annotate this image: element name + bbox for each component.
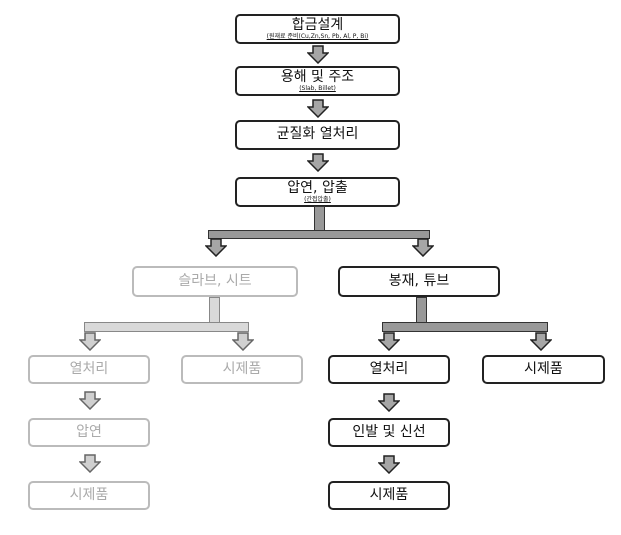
right-sample: 시제품 xyxy=(482,355,605,384)
down-arrow-icon xyxy=(378,393,400,412)
step-homogenization: 균질화 열처리 xyxy=(235,120,400,150)
left-sample: 시제품 xyxy=(181,355,303,384)
label: 시제품 xyxy=(369,486,409,503)
down-arrow-icon xyxy=(530,332,552,351)
left-rolling: 압연 xyxy=(28,418,150,447)
step-rolling-extrusion: 압연, 압출 (간접압출) xyxy=(235,177,400,207)
down-arrow-icon xyxy=(79,454,101,473)
label: 인발 및 신선 xyxy=(352,423,426,440)
step-title: 합금설계 xyxy=(291,16,344,33)
step-title: 용해 및 주조 xyxy=(280,68,355,85)
step-title: 균질화 열처리 xyxy=(276,126,359,143)
connector-bar-left xyxy=(84,322,249,332)
down-arrow-icon xyxy=(378,332,400,351)
branch-title: 슬라브, 시트 xyxy=(178,272,252,289)
down-arrow-icon xyxy=(232,332,254,351)
left-heat-treatment: 열처리 xyxy=(28,355,150,384)
branch-bar-tube: 봉재, 튜브 xyxy=(338,266,500,297)
down-arrow-icon xyxy=(205,238,227,257)
down-arrow-icon xyxy=(79,332,101,351)
down-arrow-icon xyxy=(307,153,329,172)
right-heat-treatment: 열처리 xyxy=(328,355,450,384)
down-arrow-icon xyxy=(378,455,400,474)
label: 시제품 xyxy=(69,486,109,503)
down-arrow-icon xyxy=(307,99,329,118)
step-title: 압연, 압출 xyxy=(287,179,348,196)
step-alloy-design: 합금설계 (원재료 준비(Cu,Zn,Sn, Pb, Al, P, Bi) xyxy=(235,14,400,44)
step-subtitle: (Slab, Billet) xyxy=(299,84,336,92)
label: 압연 xyxy=(76,423,102,440)
label: 열처리 xyxy=(69,360,109,377)
label: 열처리 xyxy=(369,360,409,377)
right-drawing: 인발 및 신선 xyxy=(328,418,450,447)
label: 시제품 xyxy=(524,360,563,377)
down-arrow-icon xyxy=(307,45,329,64)
connector-stem-left xyxy=(209,297,220,324)
branch-title: 봉재, 튜브 xyxy=(388,272,450,289)
branch-slab-sheet: 슬라브, 시트 xyxy=(132,266,298,297)
connector-stem-right xyxy=(416,297,427,324)
right-final-sample: 시제품 xyxy=(328,481,450,510)
connector-bar-right xyxy=(382,322,548,332)
down-arrow-icon xyxy=(412,238,434,257)
down-arrow-icon xyxy=(79,391,101,410)
step-melting-casting: 용해 및 주조 (Slab, Billet) xyxy=(235,66,400,96)
connector-stem xyxy=(314,206,325,232)
connector-bar xyxy=(208,230,430,239)
step-subtitle: (간접압출) xyxy=(304,195,331,203)
step-subtitle: (원재료 준비(Cu,Zn,Sn, Pb, Al, P, Bi) xyxy=(266,32,369,40)
label: 시제품 xyxy=(222,360,262,377)
left-final-sample: 시제품 xyxy=(28,481,150,510)
